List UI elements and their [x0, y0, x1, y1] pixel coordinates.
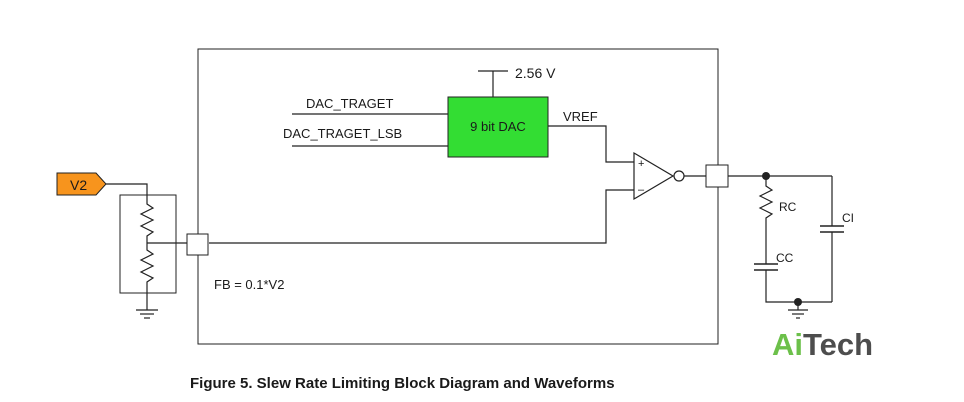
- dac-input-1-label: DAC_TRAGET: [306, 96, 393, 111]
- output-pin: [705, 164, 729, 188]
- aitech-logo-tech: Tech: [803, 327, 873, 362]
- vref-wire: [548, 125, 634, 163]
- figure-caption: Figure 5. Slew Rate Limiting Block Diagr…: [190, 375, 615, 392]
- dac-block-label: 9 bit DAC: [470, 119, 526, 134]
- feedback-wire: [209, 189, 634, 244]
- divider-ground-icon: [136, 309, 158, 319]
- v2-wire: [106, 183, 148, 198]
- supply-rail: [478, 70, 508, 97]
- aitech-logo-ai: Ai: [772, 327, 803, 362]
- dac-input-lines: [292, 113, 448, 147]
- network-ground-icon: [788, 309, 808, 319]
- rc-cc-return-wire: [765, 270, 832, 303]
- chip-boundary: [197, 48, 719, 345]
- vref-label: VREF: [563, 109, 598, 124]
- fb-label: FB = 0.1*V2: [214, 277, 284, 292]
- ci-label: CI: [842, 211, 854, 225]
- opamp-minus-sign: –: [638, 184, 645, 196]
- v2-tag-label: V2: [70, 177, 87, 193]
- cc-label: CC: [776, 251, 794, 265]
- aitech-logo: AiTech: [772, 327, 873, 362]
- dac-block: [447, 96, 549, 158]
- upper-resistor: [139, 198, 155, 243]
- rc-resistor: [758, 176, 774, 264]
- v2-input-tag: [56, 172, 107, 196]
- opamp-output-bubble: [673, 170, 685, 182]
- dac-input-2-label: DAC_TRAGET_LSB: [283, 126, 402, 141]
- cc-capacitor: [754, 263, 778, 271]
- ci-capacitor: [820, 225, 844, 233]
- comparator-opamp: [633, 151, 675, 201]
- opamp-plus-sign: +: [638, 158, 644, 170]
- rc-label: RC: [779, 200, 797, 214]
- fb-pin: [186, 233, 209, 256]
- supply-label: 2.56 V: [515, 65, 556, 81]
- lower-resistor: [139, 243, 155, 290]
- resistor-divider-box: [119, 194, 177, 294]
